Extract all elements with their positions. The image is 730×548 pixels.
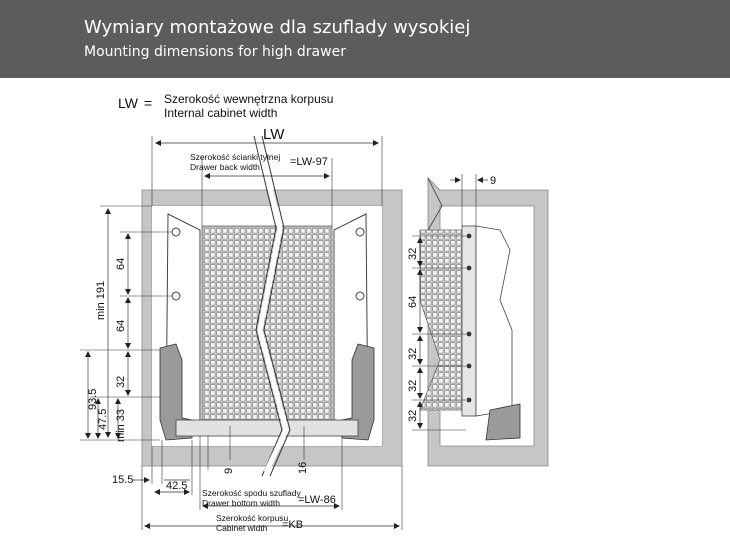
dim-min-191: min 191 — [95, 281, 107, 320]
bottom-width-formula: =LW-86 — [298, 494, 336, 506]
dim-9-bottom: 9 — [223, 468, 235, 474]
dim-min-33: min 33 — [115, 409, 127, 442]
legend: LW = Szerokość wewnętrzna korpusu Intern… — [118, 92, 333, 120]
cabinet-width-formula: =KB — [282, 519, 303, 531]
side-plate — [461, 225, 477, 417]
screw-hole — [171, 227, 181, 237]
side-hole — [466, 265, 472, 271]
dim-64-lower: 64 — [115, 320, 127, 332]
side-dim-32-c: 32 — [407, 380, 419, 392]
screw-hole — [355, 291, 365, 301]
screw-hole — [355, 227, 365, 237]
dim-64-upper: 64 — [115, 258, 127, 270]
drawer-bottom — [175, 419, 359, 437]
dim-47-5: 47.5 — [97, 409, 109, 430]
side-hole — [466, 233, 472, 239]
legend-line-english: Internal cabinet width — [164, 106, 277, 120]
lw-dimension-label: LW — [263, 126, 285, 143]
legend-line-polish: Szerokość wewnętrzna korpusu — [164, 92, 333, 106]
side-dim-9: 9 — [490, 175, 496, 187]
side-mesh-panel — [419, 229, 465, 411]
side-dim-64: 64 — [407, 296, 419, 308]
side-dim-32-b: 32 — [407, 348, 419, 360]
break-gap — [255, 139, 289, 474]
side-dim-32-a: 32 — [407, 248, 419, 260]
side-dim-32-d: 32 — [407, 410, 419, 422]
side-hole — [466, 397, 472, 403]
break-line — [253, 135, 283, 477]
dim-42-5: 42.5 — [166, 480, 187, 492]
title-polish: Wymiary montażowe dla szuflady wysokiej — [84, 17, 471, 38]
header-banner: Wymiary montażowe dla szuflady wysokiej … — [0, 0, 730, 78]
bottom-width-polish: Szerokość spodu szuflady — [202, 488, 301, 498]
back-width-formula: =LW-97 — [290, 156, 328, 168]
dim-93-5: 93.5 — [87, 389, 99, 410]
legend-symbol: LW — [118, 95, 139, 111]
side-bracket — [475, 225, 513, 417]
legend-equals: = — [144, 95, 152, 111]
dim-32: 32 — [115, 376, 127, 388]
title-english: Mounting dimensions for high drawer — [84, 44, 346, 60]
dim-16-bottom: 16 — [297, 462, 309, 474]
cabinet-width-polish: Szerokość korpusu — [216, 513, 289, 523]
screw-hole — [171, 291, 181, 301]
bottom-width-english: Drawer bottom width — [202, 498, 280, 508]
back-width-polish: Szerokość ścianki tylnej — [190, 152, 280, 162]
drawer-back-panel — [201, 225, 333, 423]
back-width-english: Drawer back width — [190, 162, 260, 172]
break-line — [261, 135, 291, 477]
side-hole — [466, 331, 472, 337]
front-view: LW Szerokość ścianki tylnej Drawer back … — [80, 126, 403, 533]
side-hole — [466, 363, 472, 369]
dim-15-5: 15.5 — [112, 474, 133, 486]
side-view: 9 32 64 32 32 32 — [407, 174, 549, 467]
cabinet-width-english: Cabinet width — [216, 523, 268, 533]
side-runner — [485, 403, 521, 441]
